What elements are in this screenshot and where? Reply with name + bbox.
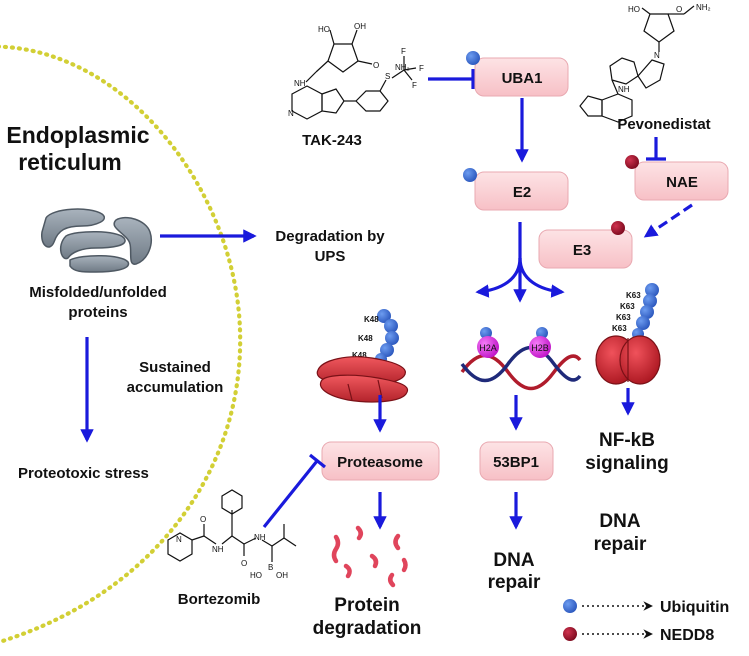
bort-n1: N <box>176 535 182 544</box>
peptide-fragments <box>331 525 408 588</box>
misfolded-label-line1: Misfolded/unfolded <box>29 284 166 301</box>
bort-oh: OH <box>276 571 288 580</box>
nfkb-line1: NF-kB <box>599 430 655 451</box>
er-title-line1: Endoplasmic <box>6 122 149 148</box>
pevo-n: N <box>654 51 660 60</box>
e3-node: E3 <box>538 229 633 269</box>
dna-repair-2-line1: DNA <box>599 511 640 532</box>
nedd8-on-e3 <box>611 221 625 235</box>
sustained-label-line1: Sustained <box>139 359 211 376</box>
e2-label: E2 <box>513 184 531 201</box>
ubiquitin-on-h2a <box>480 327 492 339</box>
pevonedistat-structure <box>579 5 695 123</box>
pevo-ho: HO <box>628 5 640 14</box>
k48-label-2: K48 <box>358 334 373 343</box>
h2b-label: H2B <box>531 343 549 353</box>
bort-ho: HO <box>250 571 262 580</box>
proteasome-node: Proteasome <box>321 441 440 481</box>
tak243-oh-1: HO <box>318 25 330 34</box>
nae-node: NAE <box>634 161 729 201</box>
tak243-label: TAK-243 <box>302 132 362 149</box>
ubiquitin-on-e2 <box>463 168 477 182</box>
k63-label-2: K63 <box>620 302 635 311</box>
tak243-s: S <box>385 72 390 81</box>
ubiquitin-on-uba1 <box>466 51 480 65</box>
bortezomib-inhibition-bar <box>309 453 326 469</box>
tak243-f3: F <box>412 81 417 90</box>
tak243-oh-2: OH <box>354 22 366 31</box>
dna-repair-2-line2: repair <box>594 534 647 555</box>
h2a-label: H2A <box>479 343 497 353</box>
k63-label-3: K63 <box>616 313 631 322</box>
tak243-f2: F <box>401 47 406 56</box>
nedd8-on-nae <box>625 155 639 169</box>
pevonedistat-label: Pevonedistat <box>617 116 710 133</box>
ubiquitin-on-h2b <box>536 327 548 339</box>
tak243-n: N <box>288 109 294 118</box>
proteasome-illustration <box>316 356 409 403</box>
bort-b: B <box>268 563 273 572</box>
arrow-nae-e3 <box>643 203 693 238</box>
legend-ubiquitin-swatch <box>563 599 577 613</box>
legend-ubiquitin-label: Ubiquitin <box>660 599 729 616</box>
sustained-label-line2: accumulation <box>127 379 224 396</box>
degradation-ups-line1: Degradation by <box>275 228 385 245</box>
protein-degradation-line2: degradation <box>313 618 422 639</box>
legend: Ubiquitin NEDD8 <box>563 599 729 644</box>
proteotoxic-stress-label: Proteotoxic stress <box>18 465 149 482</box>
dna-repair-1-line2: repair <box>488 572 541 593</box>
misfolded-label-line2: proteins <box>68 304 127 321</box>
bort-o2: O <box>241 559 247 568</box>
bortezomib-label: Bortezomib <box>178 591 261 608</box>
tak243-f1: F <box>419 64 424 73</box>
k63-label-4: K63 <box>612 324 627 333</box>
proteasome-label: Proteasome <box>337 454 423 471</box>
histone-h2b <box>529 336 551 358</box>
bort-nh1: NH <box>212 545 224 554</box>
tak243-nh2: NH₂ <box>395 63 410 72</box>
nfkb-complex-illustration <box>595 335 661 385</box>
dna-repair-1-line1: DNA <box>493 550 534 571</box>
er-title-line2: reticulum <box>18 149 122 175</box>
er-boundary <box>0 44 243 644</box>
k48-ubiquitin-chain <box>375 309 399 365</box>
53bp1-node: 53BP1 <box>479 441 554 481</box>
bortezomib-structure <box>167 489 297 562</box>
bort-nh2: NH <box>254 533 266 542</box>
e3-label: E3 <box>573 242 591 259</box>
degradation-ups-line2: UPS <box>315 248 346 265</box>
uba1-node: UBA1 <box>474 57 569 97</box>
pevo-o: O <box>676 5 682 14</box>
53bp1-label: 53BP1 <box>493 454 539 471</box>
legend-nedd8-label: NEDD8 <box>660 627 714 644</box>
e2-branch-arrows <box>475 222 565 303</box>
tak243-structure <box>291 29 417 120</box>
nfkb-line2: signaling <box>585 453 668 474</box>
bortezomib-inhibition <box>262 459 319 529</box>
pevo-nh: NH <box>618 85 630 94</box>
tak243-o: O <box>373 61 379 70</box>
legend-nedd8-swatch <box>563 627 577 641</box>
k48-label-1: K48 <box>364 315 379 324</box>
k63-label-1: K63 <box>626 291 641 300</box>
bort-o1: O <box>200 515 206 524</box>
e2-node: E2 <box>474 171 569 211</box>
k48-label-3: K48 <box>352 351 367 360</box>
histone-h2a <box>477 336 499 358</box>
uba1-label: UBA1 <box>502 70 543 87</box>
nae-label: NAE <box>666 174 698 191</box>
pevo-nh2: NH₂ <box>696 3 711 12</box>
protein-degradation-line1: Protein <box>334 595 399 616</box>
tak243-nh: NH <box>294 79 306 88</box>
misfolded-proteins-icon <box>41 208 152 273</box>
